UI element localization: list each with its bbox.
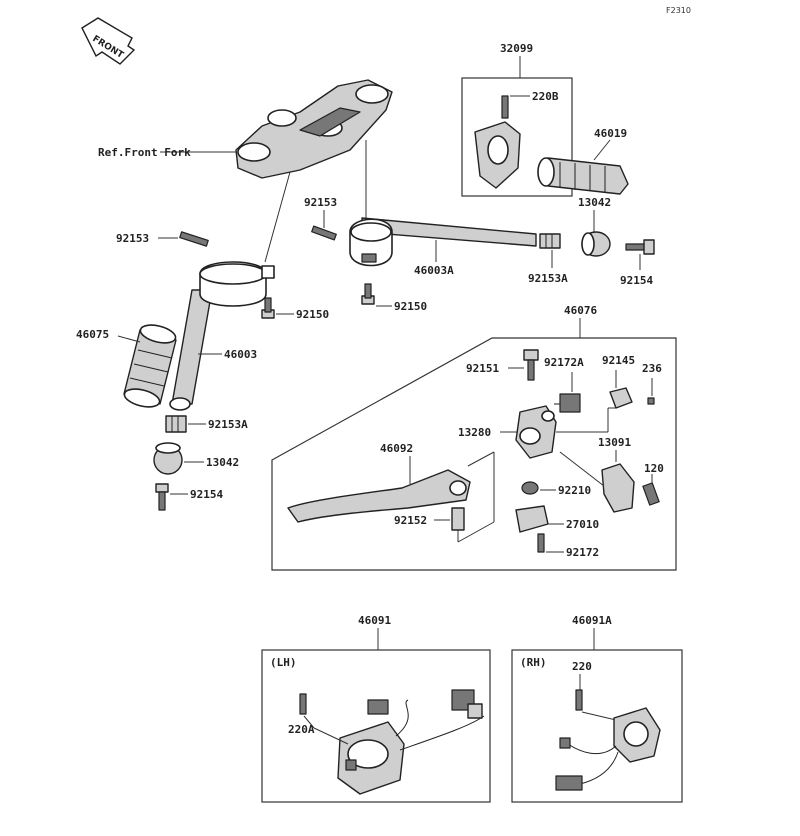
throttle-housing bbox=[474, 95, 521, 189]
box-46091A-rh bbox=[511, 649, 683, 803]
clutch-lever-46092 bbox=[287, 469, 471, 523]
label-92153-a: 92153 bbox=[116, 232, 149, 245]
adjuster-92172A bbox=[554, 393, 581, 413]
label-46091: 46091 bbox=[358, 614, 391, 627]
bolt-92172 bbox=[537, 533, 545, 553]
right-handlebar-46003A bbox=[349, 217, 537, 267]
left-switch-housing bbox=[337, 689, 485, 795]
left-grip-46075 bbox=[123, 324, 177, 408]
label-46003: 46003 bbox=[224, 348, 257, 361]
screw-236 bbox=[647, 397, 655, 405]
right-switch-housing bbox=[555, 707, 661, 791]
bolt-92151 bbox=[523, 349, 539, 381]
screw-220A bbox=[299, 693, 307, 715]
label-13042-bot: 13042 bbox=[206, 456, 239, 469]
switch-13091 bbox=[601, 463, 635, 513]
label-13280: 13280 bbox=[458, 426, 491, 439]
bolt-92153-b bbox=[311, 225, 337, 241]
bar-end-insert-bottom bbox=[165, 415, 187, 433]
box-46076 bbox=[271, 337, 677, 571]
label-32099: 32099 bbox=[500, 42, 533, 55]
label-46003A: 46003A bbox=[414, 264, 454, 277]
top-triple-clamp bbox=[235, 79, 393, 179]
spring-92145 bbox=[609, 387, 633, 409]
box-46091-lh bbox=[261, 649, 491, 803]
label-92150-b: 92150 bbox=[394, 300, 427, 313]
label-92145: 92145 bbox=[602, 354, 635, 367]
label-92172: 92172 bbox=[566, 546, 599, 559]
screw-120 bbox=[642, 482, 660, 506]
label-ref-front-fork: Ref.Front Fork bbox=[98, 146, 191, 159]
bar-end-weight-bottom bbox=[153, 442, 183, 475]
bar-end-weight-top bbox=[581, 231, 611, 257]
label-92152: 92152 bbox=[394, 514, 427, 527]
bolt-92150-a bbox=[261, 297, 275, 319]
label-220: 220 bbox=[572, 660, 592, 673]
label-lh: (LH) bbox=[270, 656, 297, 669]
label-92153-b: 92153 bbox=[304, 196, 337, 209]
label-92153A-bot: 92153A bbox=[208, 418, 248, 431]
label-120: 120 bbox=[644, 462, 664, 475]
label-92150-a: 92150 bbox=[296, 308, 329, 321]
label-92154-top: 92154 bbox=[620, 274, 653, 287]
bolt-92154-top bbox=[625, 239, 655, 255]
label-92154-bot: 92154 bbox=[190, 488, 223, 501]
collar-92152 bbox=[451, 507, 465, 531]
clamp-27010 bbox=[515, 505, 549, 533]
label-46091A: 46091A bbox=[572, 614, 612, 627]
label-46019: 46019 bbox=[594, 127, 627, 140]
box-32099 bbox=[461, 77, 573, 197]
label-46076: 46076 bbox=[564, 304, 597, 317]
front-direction-arrow: FRONT bbox=[81, 17, 136, 65]
label-27010: 27010 bbox=[566, 518, 599, 531]
right-grip bbox=[537, 157, 629, 195]
lever-holder bbox=[515, 405, 557, 459]
label-220B: 220B bbox=[532, 90, 559, 103]
washer-92210 bbox=[521, 481, 539, 495]
label-13091: 13091 bbox=[598, 436, 631, 449]
label-92210: 92210 bbox=[558, 484, 591, 497]
label-13042-top: 13042 bbox=[578, 196, 611, 209]
label-rh: (RH) bbox=[520, 656, 547, 669]
bar-end-insert-top bbox=[539, 233, 561, 249]
screw-220 bbox=[575, 689, 583, 711]
label-46075: 46075 bbox=[76, 328, 109, 341]
bolt-92154-bottom bbox=[155, 483, 169, 511]
label-220A: 220A bbox=[288, 723, 315, 736]
figure-code: F2310 bbox=[666, 6, 691, 15]
bolt-92153-a bbox=[179, 231, 209, 247]
label-236: 236 bbox=[642, 362, 662, 375]
label-92172A: 92172A bbox=[544, 356, 584, 369]
label-92151: 92151 bbox=[466, 362, 499, 375]
left-handlebar-46003 bbox=[169, 261, 275, 411]
label-46092: 46092 bbox=[380, 442, 413, 455]
label-92153A-top: 92153A bbox=[528, 272, 568, 285]
bolt-92150-b bbox=[361, 283, 375, 305]
